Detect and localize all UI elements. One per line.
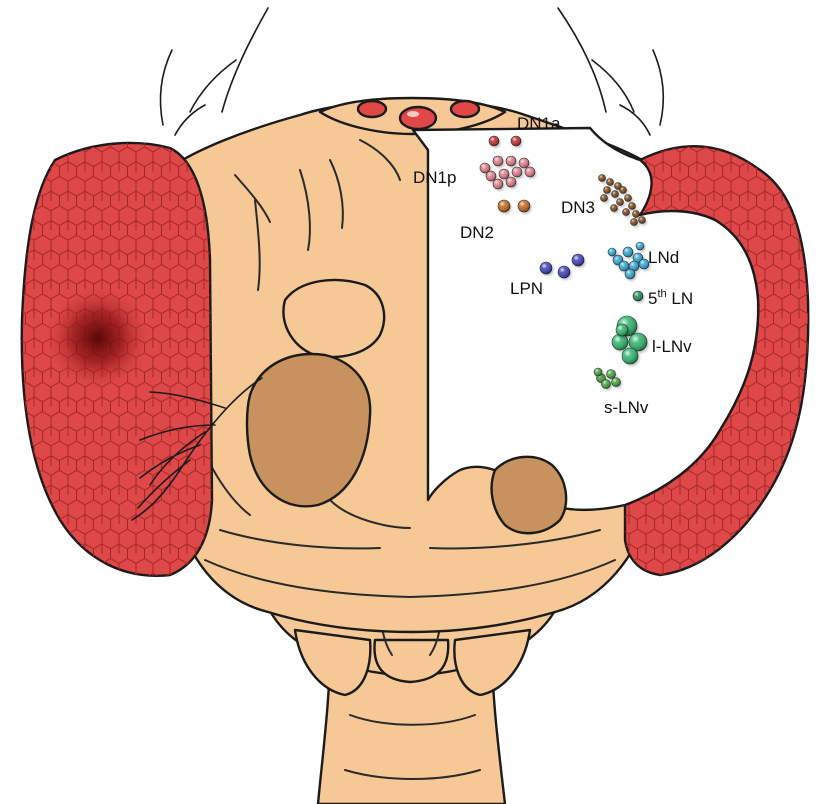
neuron-s_lnv-highlight (594, 368, 602, 376)
label-dn2: DN2 (460, 223, 494, 242)
neuron-fifth_ln-highlight (633, 291, 643, 301)
neuron-dn3-highlight (629, 203, 636, 210)
neuron-dn1p-highlight (512, 167, 522, 177)
neuron-dn3-highlight (623, 209, 630, 216)
neuron-dn3-highlight (607, 179, 614, 186)
label-5th-ln: 5th LN (648, 288, 693, 308)
label-5th-ln-suffix: LN (667, 289, 693, 308)
neuron-dn2-highlight (518, 200, 530, 212)
neuron-dn1p-highlight (506, 156, 516, 166)
neuron-dn3-highlight (639, 217, 646, 224)
neuron-dn3-highlight (631, 219, 638, 226)
neuron-lnd-highlight (636, 242, 644, 250)
neuron-dn1p-highlight (525, 167, 535, 177)
neuron-dn1p-highlight (519, 158, 529, 168)
neuron-lpn-highlight (558, 266, 570, 278)
label-dn3: DN3 (561, 198, 595, 217)
label-l-lnv: l-LNv (652, 337, 692, 356)
neuron-dn3-highlight (604, 187, 611, 194)
label-dn1p: DN1p (413, 168, 456, 187)
neuron-dn2-highlight (498, 200, 510, 212)
neuron-dn3-highlight (633, 211, 640, 218)
neuron-l_lnv-highlight (616, 324, 628, 336)
label-s-lnv: s-LNv (604, 398, 649, 417)
neuron-s_lnv-highlight (612, 378, 621, 387)
neuron-lnd-highlight (623, 247, 633, 257)
neuron-dn1p-highlight (486, 171, 496, 181)
neuron-lnd-highlight (625, 269, 635, 279)
neuron-dn1a-highlight (489, 136, 499, 146)
label-dn1a: DN1a (517, 114, 561, 133)
neuron-dn1p-highlight (493, 179, 503, 189)
neuron-lnd-highlight (608, 248, 616, 256)
neuron-dn1a-highlight (511, 136, 521, 146)
neuron-lpn-highlight (540, 262, 552, 274)
neuron-dn1p-highlight (493, 156, 503, 166)
neuron-dn1p-highlight (506, 177, 516, 187)
antenna-right (492, 457, 567, 533)
neuron-dn1p-highlight (499, 169, 509, 179)
pseudopupil (43, 283, 153, 393)
label-lnd: LNd (648, 248, 679, 267)
neuron-lpn-highlight (572, 254, 584, 266)
neuron-dn3-highlight (620, 187, 627, 194)
neuron-s_lnv-highlight (602, 380, 611, 389)
left-compound-eye (22, 143, 212, 576)
neuron-s_lnv-highlight (607, 370, 616, 379)
label-5th-ln-num: 5 (648, 289, 657, 308)
neuron-dn3-highlight (611, 205, 618, 212)
label-5th-ln-sup: th (657, 288, 666, 300)
neuron-dn3-highlight (612, 191, 619, 198)
neuron-dn3-highlight (625, 195, 632, 202)
neuron-l_lnv-highlight (622, 348, 638, 364)
neuron-dn3-highlight (601, 195, 608, 202)
neuron-dn3-highlight (599, 175, 606, 182)
neuron-dn3-highlight (617, 199, 624, 206)
label-lpn: LPN (510, 279, 543, 298)
